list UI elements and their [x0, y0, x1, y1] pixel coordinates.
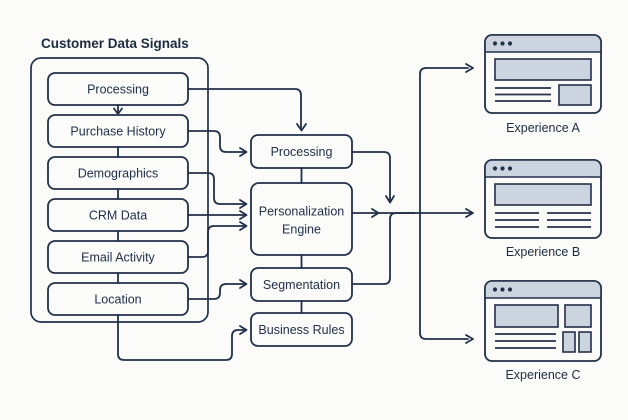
arrowhead-signals-group-to-business-rules [239, 325, 248, 335]
connector-email-activity-to-personalization [187, 225, 245, 258]
signal-node-demographics-label: Demographics [78, 166, 159, 180]
arrowhead-trunk-to-experience-b [465, 208, 474, 218]
experience-c-tile-block [578, 331, 592, 353]
window-dot-icon [507, 287, 513, 292]
experience-a-caption: Experience A [506, 121, 580, 135]
connector-segmentation-to-trunk [351, 212, 415, 285]
window-dot-icon [492, 41, 498, 46]
engine-node-segmentation-label: Segmentation [263, 278, 340, 292]
signal-node-purchase-history[interactable]: Purchase History [47, 114, 189, 148]
arrowhead-crm-data-to-personalization [239, 210, 248, 220]
engine-node-personalization-engine-box[interactable] [250, 182, 353, 256]
experience-c-hero-block [494, 304, 559, 328]
connector-location-to-segmentation [187, 283, 245, 300]
window-dot-icon [492, 166, 498, 171]
engine-node-personalization-engine-label-line2: Engine [282, 222, 321, 236]
experience-c-card[interactable] [484, 280, 602, 362]
arrowhead-email-activity-to-personalization [239, 221, 248, 231]
experience-c-browser-chrome [484, 280, 602, 299]
window-dot-icon [500, 287, 505, 292]
signal-node-location[interactable]: Location [47, 282, 189, 316]
signal-node-demographics[interactable]: Demographics [47, 156, 189, 190]
connector-engine-processing-to-trunk [351, 151, 391, 201]
signals-group-title: Customer Data Signals [41, 36, 189, 51]
distribution-trunk-lower [419, 212, 469, 340]
signal-node-location-label: Location [94, 292, 141, 306]
engine-node-business-rules[interactable]: Business Rules [250, 312, 353, 347]
window-dot-icon [507, 41, 513, 46]
signal-node-purchase-history-label: Purchase History [70, 124, 166, 138]
engine-node-segmentation[interactable]: Segmentation [250, 267, 353, 302]
connector-left-processing-to-engine-processing [187, 88, 302, 129]
connector-purchase-history-to-engine-processing [187, 130, 245, 153]
window-dot-icon [500, 41, 505, 46]
arrowhead-left-processing-to-engine-processing [296, 123, 307, 132]
arrowhead-demographics-to-personalization [239, 199, 248, 209]
arrowhead-trunk-to-experience-c [465, 334, 474, 344]
connector-signals-group-to-business-rules [117, 314, 245, 361]
window-dot-icon [500, 166, 505, 171]
engine-node-processing-label: Processing [271, 145, 333, 159]
signal-node-processing[interactable]: Processing [47, 72, 189, 106]
connector-demographics-to-personalization [187, 172, 245, 205]
experience-b-hero-block [494, 183, 592, 206]
signal-node-crm-data[interactable]: CRM Data [47, 198, 189, 232]
arrowhead-personalization-to-trunk [371, 208, 380, 218]
arrowhead-trunk-to-experience-a [465, 63, 474, 73]
experience-c-tile-block [562, 331, 576, 353]
experience-b-browser-chrome [484, 159, 602, 178]
experience-a-browser-chrome [484, 34, 602, 53]
window-dot-icon [492, 287, 498, 292]
engine-node-processing[interactable]: Processing [250, 134, 353, 169]
engine-node-personalization-engine[interactable]: Personalization Engine [250, 182, 353, 256]
signal-node-crm-data-label: CRM Data [89, 208, 147, 222]
experience-b-card[interactable] [484, 159, 602, 239]
experience-c-caption: Experience C [505, 368, 580, 382]
experience-b-caption: Experience B [506, 245, 580, 259]
engine-node-business-rules-label: Business Rules [258, 323, 344, 337]
engine-node-personalization-engine-label-line1: Personalization [259, 204, 345, 218]
signal-node-email-activity-label: Email Activity [81, 250, 155, 264]
signal-node-processing-label: Processing [87, 82, 149, 96]
experience-c-side-block [564, 304, 592, 328]
experience-a-hero-block [494, 58, 592, 81]
experience-a-card[interactable] [484, 34, 602, 114]
arrowhead-processing-to-purchase [113, 107, 123, 115]
window-dot-icon [507, 166, 513, 171]
arrowhead-location-to-segmentation [239, 279, 248, 289]
arrowhead-purchase-history-to-engine-processing [239, 147, 248, 157]
distribution-trunk [419, 67, 469, 214]
signals-group-frame [30, 57, 209, 323]
experience-a-thumbnail-block [558, 84, 592, 106]
signal-node-email-activity[interactable]: Email Activity [47, 240, 189, 274]
arrowhead-engine-processing-to-trunk [385, 195, 395, 204]
